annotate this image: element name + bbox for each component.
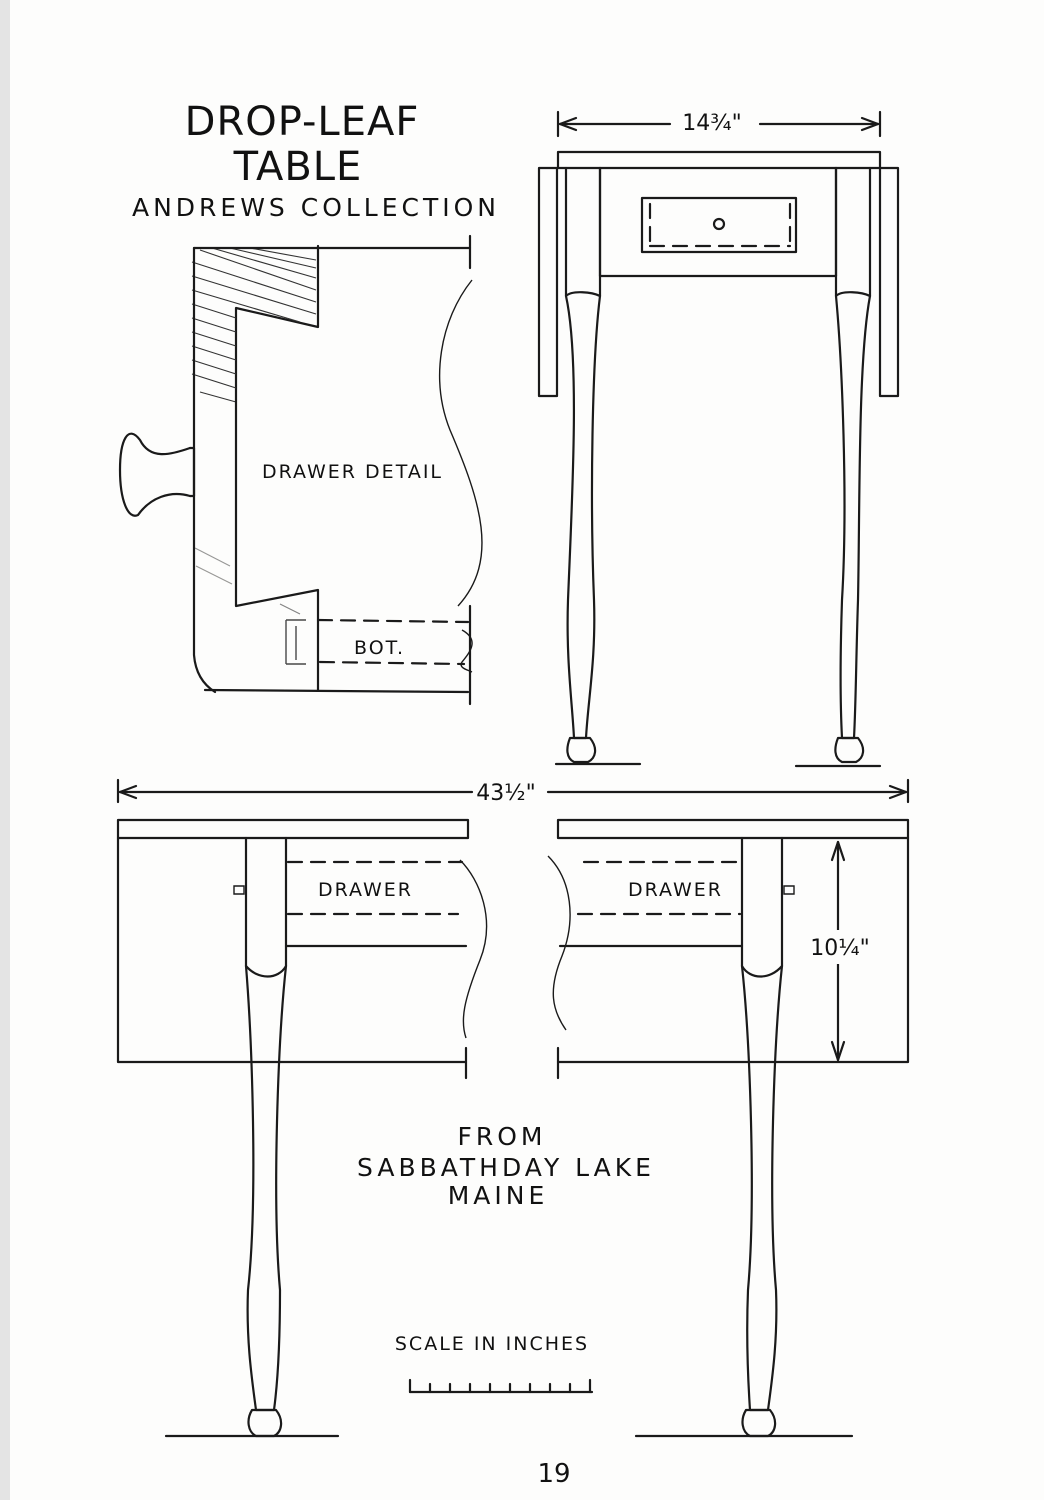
drawer-label-right: DRAWER [628,879,723,901]
drawer-front-hatching [192,246,318,402]
table-top-right [558,820,908,838]
scale-bar [410,1380,592,1392]
table-top-left [118,820,468,838]
drawer-front [642,198,796,252]
drawer-label-left: DRAWER [318,879,413,901]
drawer-detail-label: DRAWER DETAIL [262,461,443,483]
provenance-line1: FROM [458,1122,547,1151]
bottom-label: BOT. [354,637,405,659]
overall-width-dimension: 43½" [476,781,535,806]
end-elevation-drawing: 14¾" [539,111,898,766]
leaf-right-hanging [880,168,898,396]
page-number: 19 [537,1459,570,1489]
drawer-detail-drawing: DRAWER DETAIL BOT. [120,236,482,704]
knob-icon [120,434,194,516]
drawer-knob-icon [714,219,724,229]
leaf-left-hanging [539,168,557,396]
top-width-dimension: 14¾" [682,111,741,136]
leaf-drop-dimension: 10¼" [810,936,869,961]
scale-label: SCALE IN INCHES [395,1333,589,1355]
collection-label: ANDREWS COLLECTION [132,193,500,222]
provenance-line3: MAINE [448,1181,549,1210]
title-line2: TABLE [233,144,363,190]
table-top-end [558,152,880,168]
title-line1: DROP-LEAF [185,99,420,145]
provenance-line2: SABBATHDAY LAKE [357,1153,655,1182]
binding-edge [0,0,10,1500]
